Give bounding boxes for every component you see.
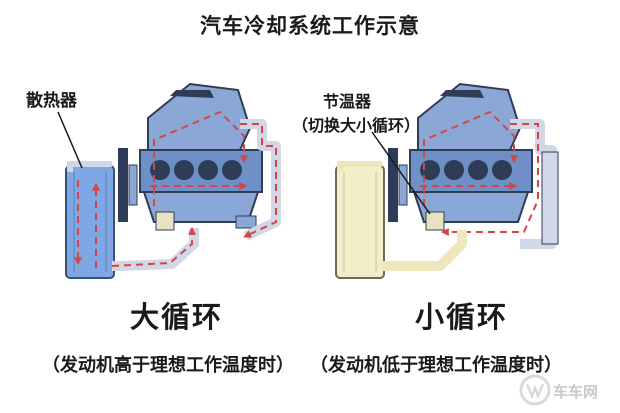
thermostat-label: 节温器 (323, 92, 372, 111)
fan-right (388, 148, 398, 222)
radiator-left (65, 165, 115, 279)
small-circulation-label: 小循环 (415, 300, 509, 334)
pipe-right-radiator-top (337, 161, 382, 172)
small-circulation-diagram (335, 82, 559, 279)
thermostat-left (155, 211, 175, 231)
big-circulation-diagram (65, 82, 281, 279)
thermostat-pointer (371, 131, 431, 215)
fan-left (118, 148, 128, 222)
pipe-left-bottom (112, 228, 199, 271)
big-circulation-label: 大循环 (130, 300, 224, 334)
pipe-right-bottom (382, 230, 467, 271)
big-circulation-caption: （发动机高于理想工作温度时） (42, 355, 294, 376)
page-title: 汽车冷却系统工作示意 (200, 14, 420, 38)
radiator-pointer (57, 111, 83, 169)
thermostat-right (425, 211, 445, 231)
small-circulation-caption: （发动机低于理想工作温度时） (310, 355, 562, 376)
engine-left (139, 82, 263, 229)
pipe-left-radiator-top (67, 161, 112, 172)
radiator-label: 散热器 (26, 91, 77, 111)
watermark-text: 车车网 (553, 383, 599, 401)
engine-right (409, 82, 533, 223)
thermostat-note: （切换大小循环） (292, 116, 421, 135)
radiator-right (335, 165, 385, 279)
watermark-logo (519, 374, 551, 406)
